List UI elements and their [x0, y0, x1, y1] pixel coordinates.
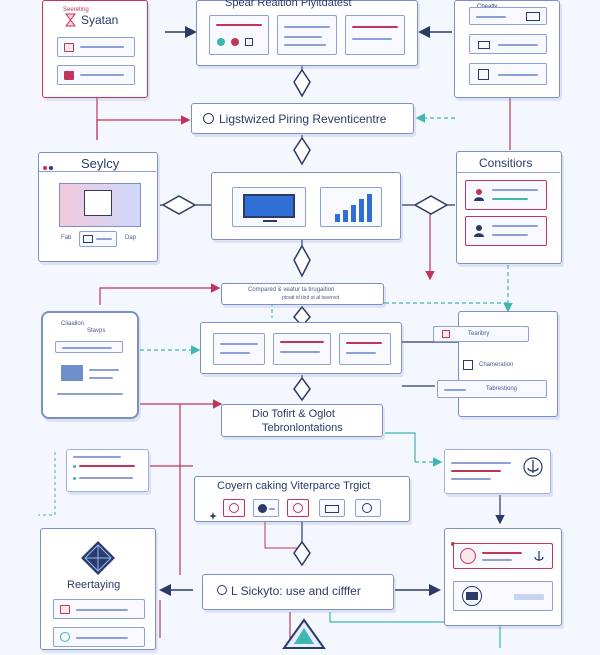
left-panel-title: Seylcy — [81, 156, 120, 171]
triple-card-1[interactable] — [213, 333, 265, 365]
user-icon — [473, 188, 485, 202]
refresh-icon — [217, 585, 227, 595]
anchor-icon — [523, 456, 543, 478]
device-icon — [84, 190, 112, 216]
user-icon — [473, 224, 485, 238]
tablet-label-1: Cliaallon — [61, 321, 85, 327]
anchor-card-node[interactable] — [444, 449, 551, 494]
compare-label-1: Compared & veatur ta tirugaition — [248, 287, 335, 293]
tablet-image — [61, 365, 83, 381]
bar-chart-icon — [335, 194, 372, 222]
top-left-subtitle: Seereting — [63, 7, 89, 13]
card-icon — [466, 592, 478, 600]
contact-card-2[interactable] — [465, 216, 547, 246]
top-center-card-2[interactable] — [277, 15, 337, 55]
doc-icon — [64, 43, 74, 52]
grid-icon — [463, 360, 473, 370]
top-center-title: Spear Reaition Plyitdatest — [225, 0, 352, 9]
bar-chart-card[interactable] — [320, 187, 382, 227]
cover-btn-4[interactable] — [319, 499, 345, 517]
bottom-right-row-1[interactable] — [453, 543, 553, 569]
triple-card-3[interactable] — [339, 333, 391, 365]
user-icon — [229, 503, 239, 513]
top-left-node[interactable]: Seereting Syatan — [42, 0, 148, 98]
cover-btn-2[interactable] — [253, 499, 279, 517]
tablet-label-2: Stavps — [87, 328, 106, 334]
up-arrow-icon — [282, 618, 326, 650]
spark-icon — [209, 507, 217, 520]
toggle-icon — [526, 12, 540, 21]
square-icon — [245, 38, 253, 46]
right-mid-label-3: Tabrestiong — [486, 386, 518, 392]
top-right-row-2[interactable] — [469, 34, 547, 54]
cover-btn-1[interactable] — [223, 499, 245, 517]
triple-card-2[interactable] — [273, 333, 331, 365]
anchor-icon — [534, 549, 544, 561]
top-center-card-1[interactable] — [209, 15, 269, 55]
top-left-row-2[interactable] — [57, 65, 135, 85]
right-panel-title: Consitiors — [479, 156, 533, 170]
monitor-icon — [243, 194, 295, 218]
top-right-row-3[interactable] — [469, 63, 547, 85]
left-panel-caption-b: Dap — [125, 235, 137, 241]
right-mid-label-1: Tearibry — [468, 331, 490, 337]
center-text-node[interactable]: Dio Tofirt & Oglot Tebronlontations — [221, 404, 383, 437]
folder-icon — [64, 71, 74, 80]
left-panel-caption-a: Fab — [61, 235, 72, 241]
top-left-row-1[interactable] — [57, 37, 135, 57]
bottom-right-node[interactable] — [444, 528, 562, 626]
tablet-node[interactable]: Cliaallon Stavps — [41, 311, 139, 419]
monitor-card[interactable] — [232, 187, 306, 227]
chat-card-node[interactable] — [66, 449, 149, 492]
triple-card-node[interactable] — [200, 322, 402, 374]
play-icon — [258, 504, 267, 513]
globe-icon — [79, 539, 117, 577]
right-mid-row[interactable]: Tabrestiong — [437, 380, 547, 398]
center-text-line2: Tebronlontations — [262, 422, 343, 434]
bottom-right-row-2[interactable] — [453, 581, 553, 611]
hourglass-icon — [65, 13, 76, 27]
search-icon — [362, 503, 372, 513]
bottom-bar-node[interactable]: L Sickyto: use and cifffer — [202, 574, 394, 610]
top-right-node[interactable]: Cheatly — [454, 0, 560, 98]
image-icon — [478, 69, 489, 80]
bottom-left-node[interactable]: Reertaying — [40, 528, 156, 650]
bottom-left-row-2[interactable] — [53, 627, 145, 647]
cover-title: Coyern caking Viterparce Trgict — [217, 480, 371, 492]
cover-node[interactable]: Coyern caking Viterparce Trgict — [194, 476, 410, 522]
compare-bar-node[interactable]: Compared & veatur ta tirugaition ptoatt … — [221, 283, 384, 305]
title-bar-label: Ligstwized Piring Reventicentre — [219, 112, 387, 126]
compare-label-2: ptoatt id tiod ut al tavervot — [282, 295, 340, 301]
right-panel-node[interactable]: Consitiors — [456, 151, 562, 264]
center-monitor-node[interactable] — [211, 172, 401, 240]
bottom-left-title: Reertaying — [67, 579, 121, 591]
globe-icon — [217, 38, 225, 46]
bottom-left-row-1[interactable] — [53, 599, 145, 619]
bottom-bar-title: L Sickyto: use and cifffer — [231, 584, 361, 598]
top-right-row-1[interactable] — [469, 7, 547, 25]
top-center-node[interactable]: Spear Reaition Plyitdatest — [196, 0, 418, 66]
contact-card-1[interactable] — [465, 180, 547, 210]
refresh-icon — [203, 113, 214, 124]
left-panel-thumb[interactable] — [79, 231, 117, 247]
image-icon — [293, 503, 303, 513]
title-bar-node[interactable]: Ligstwized Piring Reventicentre — [191, 103, 414, 134]
circle-icon — [231, 38, 239, 46]
mail-icon — [478, 41, 490, 49]
left-panel-node[interactable]: Seylcy Fab Dap — [38, 152, 158, 262]
card-icon — [325, 505, 339, 513]
top-left-title: Syatan — [81, 13, 119, 27]
top-center-card-3[interactable] — [345, 15, 405, 55]
right-mid-node[interactable]: Tearibry Chameration Tabrestiong — [433, 311, 558, 417]
right-mid-label-2: Chameration — [479, 362, 514, 368]
avatar — [460, 548, 476, 564]
cover-btn-5[interactable] — [355, 499, 381, 517]
tablet-row-1[interactable] — [55, 341, 123, 353]
center-text-line1: Dio Tofirt & Oglot — [252, 408, 335, 420]
window-dots — [43, 157, 55, 175]
preview-image — [59, 183, 141, 227]
cover-btn-3[interactable] — [287, 499, 309, 517]
right-mid-tag[interactable]: Tearibry — [433, 326, 529, 342]
